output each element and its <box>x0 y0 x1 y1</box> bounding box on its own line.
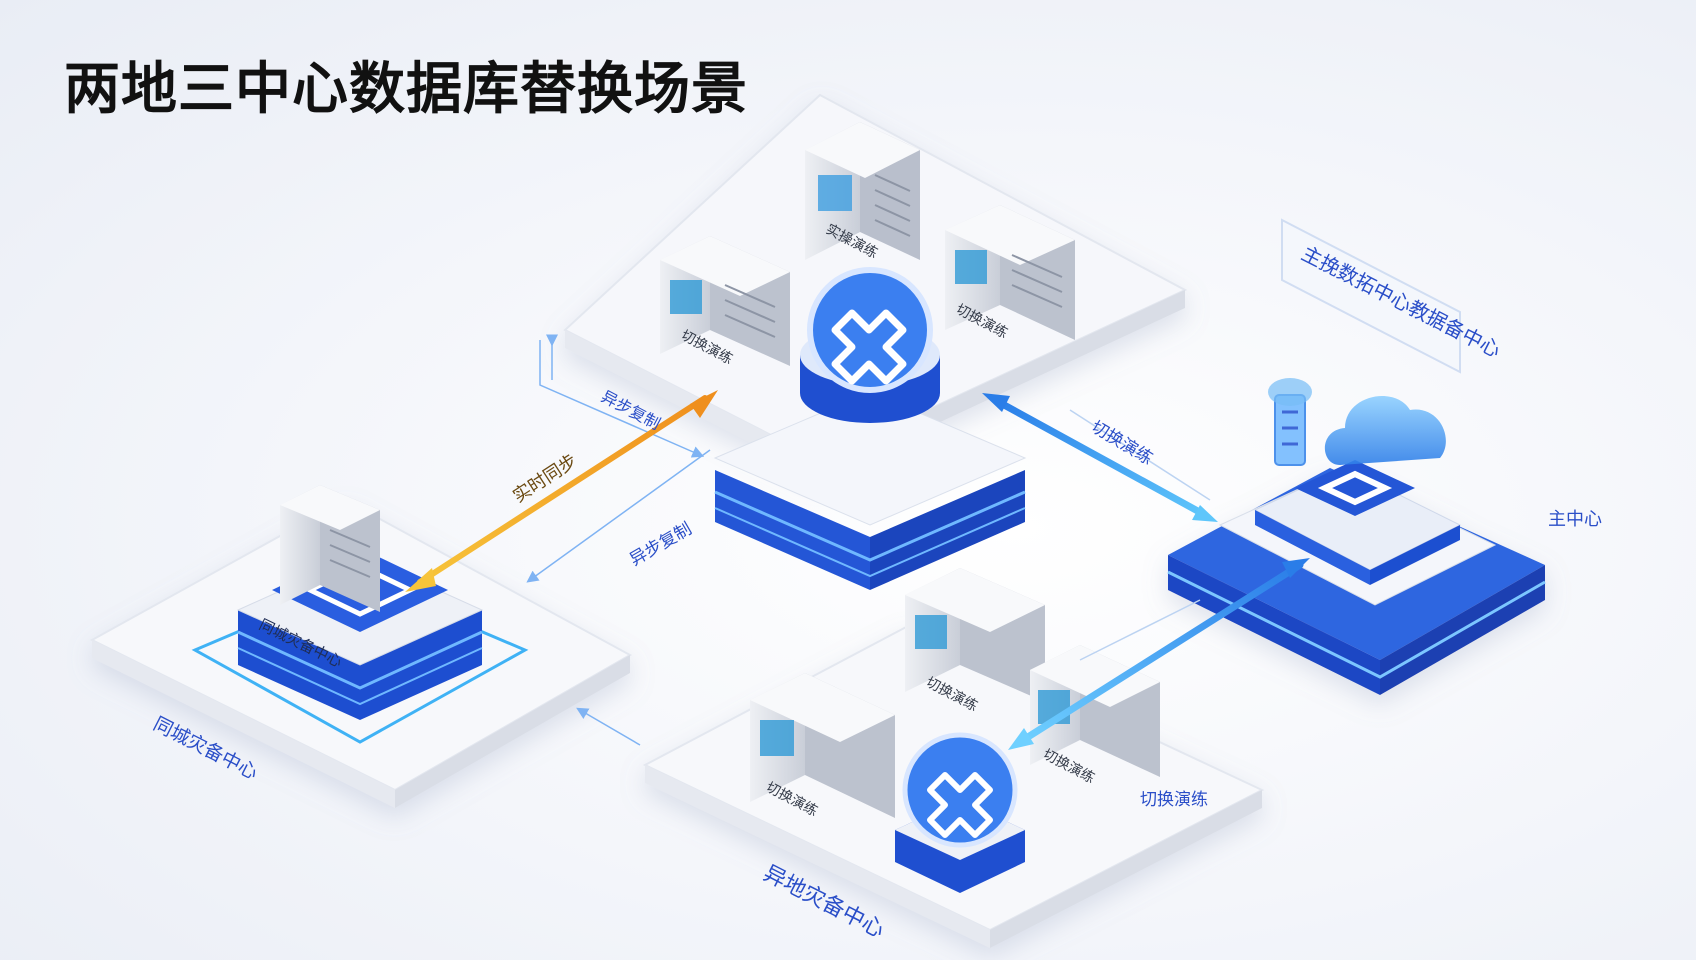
server-rack-icon <box>905 568 1045 702</box>
main-center-banner: 主挽数拓中心教据备中心 <box>1281 218 1505 374</box>
async-copy-line-upper <box>539 334 705 458</box>
remote-right-server-label: 切换演练 <box>1140 790 1208 810</box>
async-copy-label-lower: 异步复制 <box>627 519 696 570</box>
cloud-icon <box>1324 396 1446 465</box>
server-rack-icon <box>805 122 920 260</box>
database-logo-icon <box>895 732 1025 893</box>
switch-drill-arrow-lower <box>1008 558 1310 750</box>
async-copy-line-lower <box>526 449 711 583</box>
server-rack-icon <box>660 236 790 366</box>
database-chip-icon <box>1295 460 1415 516</box>
database-logo-icon <box>800 267 940 423</box>
switch-drill-arrow-upper <box>982 393 1218 522</box>
switch-drill-label: 切换演练 <box>1087 417 1156 469</box>
main-center-label: 主中心 <box>1548 509 1602 530</box>
async-copy-label-upper: 异步复制 <box>598 387 663 434</box>
server-rack-icon <box>280 485 380 612</box>
realtime-sync-arrow <box>405 390 718 592</box>
async-copy-line-bottom <box>576 409 1211 746</box>
page-title: 两地三中心数据库替换场景 <box>64 57 748 122</box>
central-hub-stack <box>713 391 1027 590</box>
server-rack-icon <box>945 205 1075 340</box>
main-center-platform <box>1167 467 1546 695</box>
server-rack-icon <box>750 673 895 818</box>
storage-tower-icon <box>1268 378 1312 466</box>
